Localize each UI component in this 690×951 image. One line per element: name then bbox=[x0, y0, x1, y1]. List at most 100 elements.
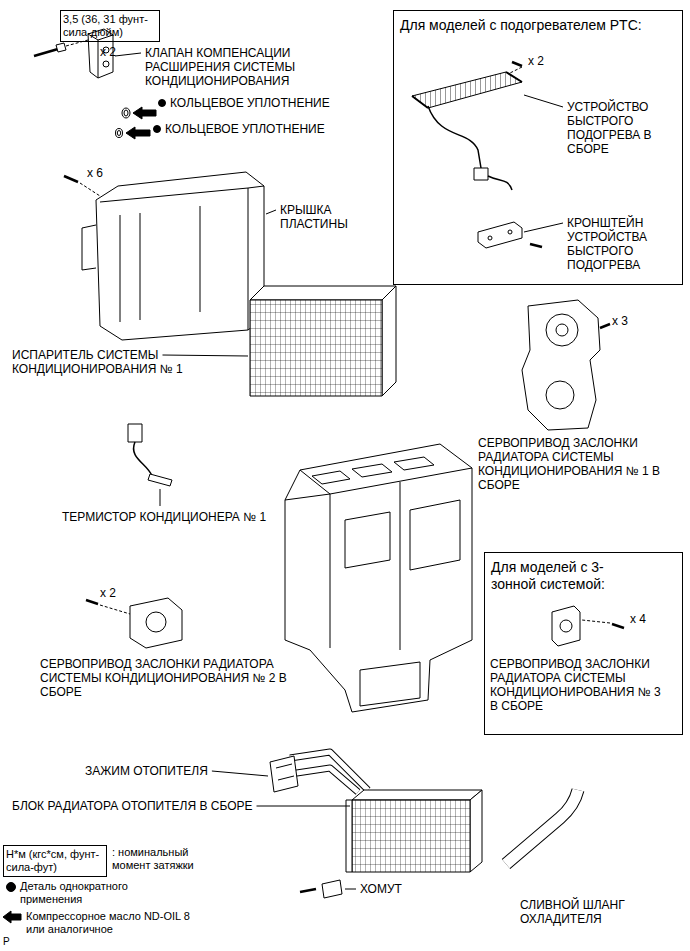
leader-line bbox=[160, 489, 161, 506]
o-ring-hole bbox=[117, 131, 120, 136]
assembly-line bbox=[582, 620, 610, 623]
quantity-mark: x 4 bbox=[630, 612, 646, 626]
ptc-heater bbox=[412, 72, 522, 108]
part-name: ИСПАРИТЕЛЬ СИСТЕМЫ КОНДИЦИОНИРОВАНИЯ № 1 bbox=[12, 348, 202, 376]
quantity-mark: x 2 bbox=[528, 54, 544, 68]
part-name: УСТРОЙСТВО БЫСТРОГО ПОДОГРЕВА В СБОРЕ bbox=[567, 100, 652, 156]
part-name: КРЫШКА ПЛАСТИНЫ bbox=[280, 203, 370, 231]
screw bbox=[600, 324, 610, 328]
heater-clip bbox=[270, 756, 298, 792]
quantity-mark: x 2 bbox=[100, 586, 116, 600]
legend-text: Деталь однократного применения bbox=[20, 880, 145, 906]
leader-line bbox=[524, 95, 563, 107]
legend-torque-box: Н*м (кгс*см, фунт-сила-фут) bbox=[3, 845, 107, 877]
case-opening bbox=[345, 500, 460, 570]
heater-pipe-fill bbox=[290, 752, 368, 792]
bracket-hole bbox=[508, 230, 512, 234]
leader-line bbox=[212, 771, 268, 776]
screw bbox=[300, 889, 316, 892]
thermistor-wire bbox=[134, 442, 152, 476]
leader-line bbox=[345, 889, 356, 890]
servo-gear bbox=[560, 620, 572, 632]
core-top bbox=[352, 790, 482, 800]
heater-core bbox=[352, 800, 470, 872]
servo-motor bbox=[130, 598, 182, 648]
plate-cover bbox=[96, 172, 264, 340]
servo-gear bbox=[146, 612, 166, 632]
part-name: СЛИВНОЙ ШЛАНГ ОХЛАДИТЕЛЯ bbox=[520, 898, 650, 926]
legend-text: Компрессорное масло ND-OIL 8 или аналоги… bbox=[26, 910, 208, 936]
quantity-mark: x 2 bbox=[100, 45, 116, 59]
ptc-connector bbox=[474, 168, 488, 180]
leader-line bbox=[524, 223, 563, 232]
drain-hose bbox=[506, 790, 578, 864]
screw bbox=[612, 624, 624, 628]
bolt-shank bbox=[34, 49, 58, 56]
torque-spec-box: 3,5 (36, 31 фунт-сила-дюйм) bbox=[60, 10, 160, 42]
box-heading: 3,5 (36, 31 фунт-сила-дюйм) bbox=[63, 13, 157, 39]
part-name: СЕРВОПРИВОД ЗАСЛОНКИ РАДИАТОРА СИСТЕМЫ К… bbox=[490, 657, 670, 713]
leader-line bbox=[257, 806, 351, 807]
o-ring-hole bbox=[124, 110, 128, 116]
ptc-frame bbox=[412, 72, 522, 108]
part-name: СЕРВОПРИВОД ЗАСЛОНКИ РАДИАТОРА СИСТЕМЫ К… bbox=[40, 657, 330, 699]
thermistor-connector bbox=[128, 424, 142, 442]
screw bbox=[512, 62, 522, 66]
assembly-line bbox=[66, 40, 88, 46]
oil-arrow bbox=[133, 107, 156, 119]
bolt-head bbox=[56, 43, 66, 52]
part-name: ХОМУТ bbox=[360, 882, 402, 896]
part-name: КЛАПАН КОМПЕНСАЦИИ РАСШИРЕНИЯ СИСТЕМЫ КО… bbox=[145, 46, 323, 88]
servo-hub bbox=[556, 324, 568, 336]
assembly-line bbox=[508, 67, 522, 74]
core-tank bbox=[346, 800, 352, 872]
screw bbox=[86, 600, 98, 604]
servo-gear bbox=[546, 381, 574, 409]
single-use-dot bbox=[7, 883, 16, 892]
box-heading: Для моделей с подогревателем PTC: bbox=[400, 17, 676, 34]
leader-line bbox=[115, 53, 141, 56]
ptc-bracket bbox=[478, 222, 522, 248]
cover-rib bbox=[100, 186, 264, 330]
evaporator-top bbox=[250, 286, 396, 300]
drain-hose-fill bbox=[506, 790, 578, 864]
clip-edge bbox=[276, 764, 294, 780]
o-ring bbox=[116, 129, 123, 138]
screw bbox=[64, 176, 78, 182]
single-use-dot bbox=[154, 126, 161, 133]
case-vent bbox=[312, 457, 434, 484]
quantity-mark: x 3 bbox=[612, 314, 628, 328]
o-ring bbox=[122, 108, 130, 118]
figure-code: P bbox=[3, 936, 10, 948]
evaporator-side bbox=[382, 286, 396, 396]
case-outlet bbox=[360, 662, 420, 706]
case-edge bbox=[285, 468, 472, 650]
evaporator-core bbox=[250, 300, 382, 396]
box-heading: Для моделей с 3-зонной системой: bbox=[491, 559, 626, 593]
single-use-dot bbox=[159, 100, 166, 107]
leader-line bbox=[266, 210, 276, 214]
part-name: КОЛЬЦЕВОЕ УПЛОТНЕНИЕ bbox=[165, 122, 365, 136]
part-name: БЛОК РАДИАТОРА ОТОПИТЕЛЯ В СБОРЕ bbox=[12, 799, 332, 813]
thermistor-probe bbox=[148, 474, 172, 486]
oil-arrow bbox=[3, 911, 21, 923]
part-name: КРОНШТЕЙН УСТРОЙСТВА БЫСТРОГО ПОДОГРЕВА bbox=[567, 216, 667, 272]
bracket-hole bbox=[488, 236, 492, 240]
servo-motor bbox=[552, 606, 580, 646]
assembly-line bbox=[80, 183, 100, 196]
heater-pipe bbox=[290, 752, 368, 792]
ptc-wire bbox=[488, 176, 512, 190]
screw bbox=[530, 244, 542, 247]
leader-line bbox=[162, 355, 248, 356]
servo-motor bbox=[522, 300, 600, 430]
oil-arrow bbox=[126, 127, 150, 139]
core-side bbox=[470, 790, 482, 872]
part-name: ТЕРМИСТОР КОНДИЦИОНЕРА № 1 bbox=[62, 510, 322, 524]
clamp bbox=[322, 880, 342, 898]
assembly-line bbox=[100, 605, 130, 614]
ptc-wire bbox=[428, 106, 481, 168]
air-duct-case bbox=[285, 444, 472, 712]
cover-tab bbox=[82, 225, 96, 270]
legend-text: : номинальный момент затяжки bbox=[112, 846, 217, 872]
